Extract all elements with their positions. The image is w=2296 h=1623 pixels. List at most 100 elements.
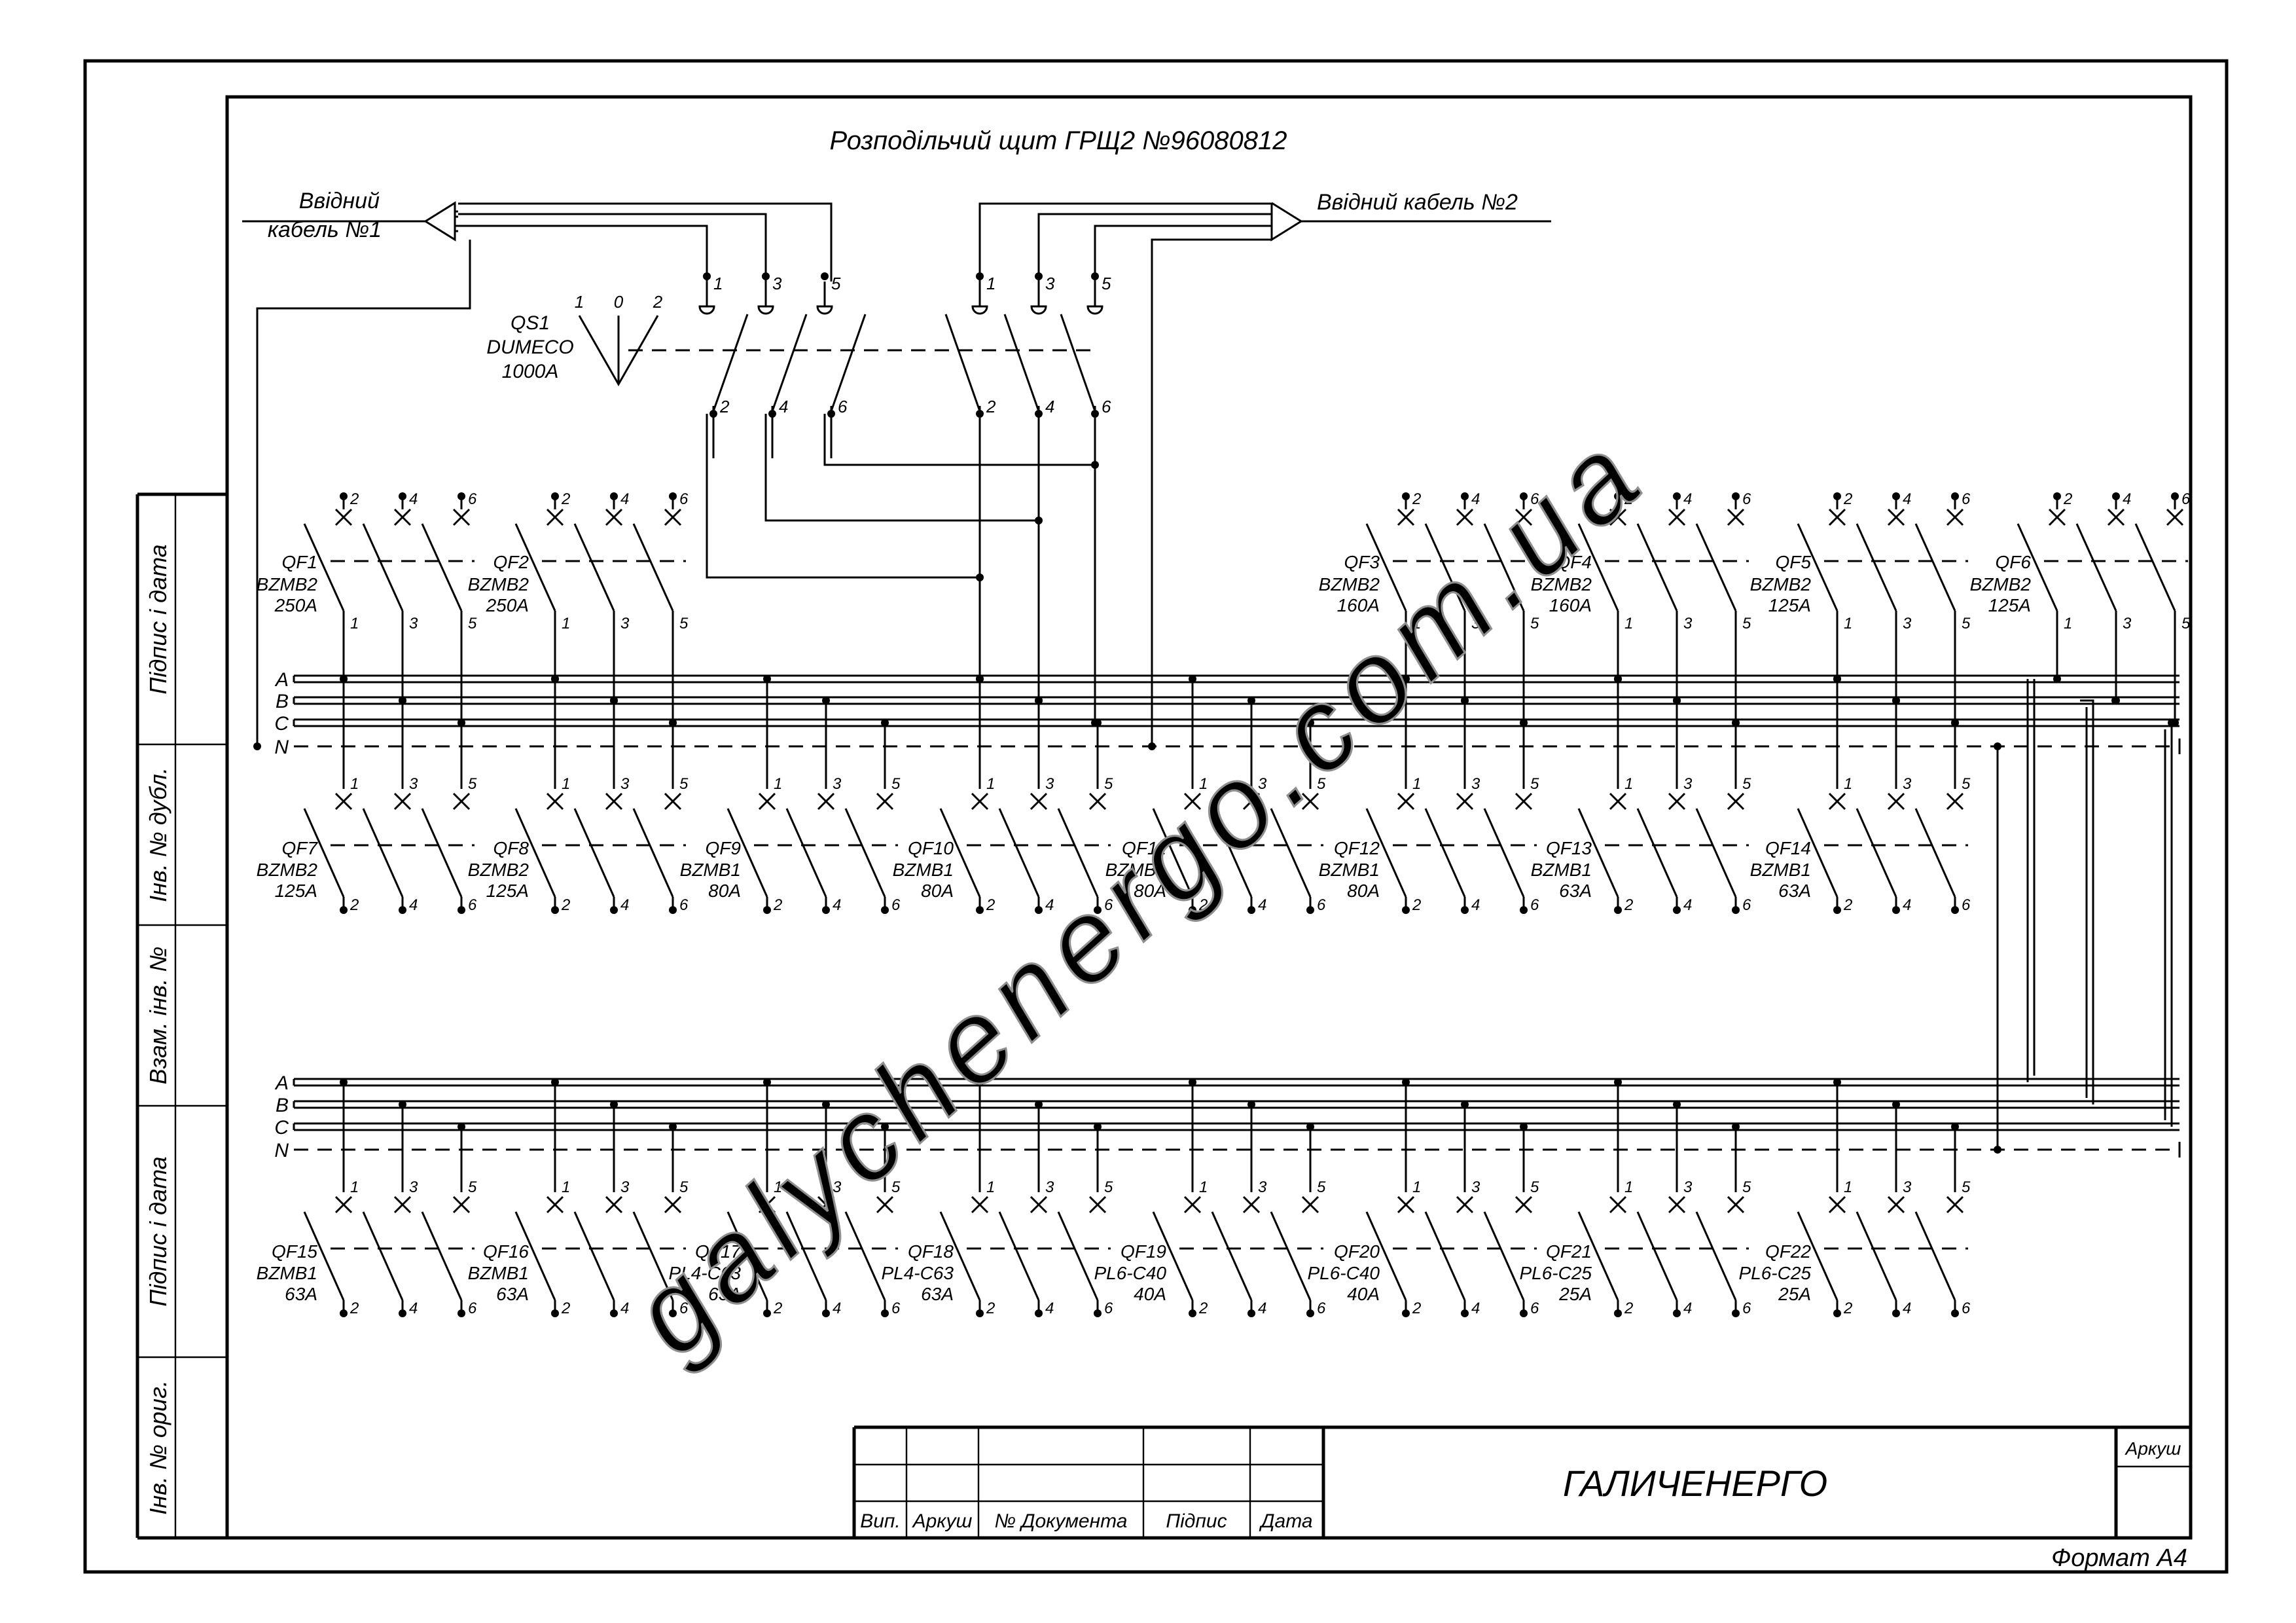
QF6-contact (2166, 508, 2184, 526)
QF7-outlet-number: 2 (350, 896, 359, 914)
stamp-label-1: Підпис і дата (145, 544, 171, 694)
QF12-name: QF12 (1334, 838, 1380, 858)
QF10-pole-number: 3 (1045, 775, 1054, 793)
QF5-contact (1946, 508, 1964, 526)
QF3-blade (1424, 523, 1466, 611)
inner-frame (225, 95, 2193, 1540)
QF16-contact (605, 1195, 623, 1214)
qs1-terminal-dot (703, 272, 711, 280)
QF5-blade (1914, 523, 1956, 611)
QF5-contact (1828, 508, 1846, 526)
QF15-contact (452, 1195, 471, 1214)
upper-neutral-label: N (274, 737, 289, 758)
QF21-outlet-dot (1673, 1309, 1681, 1317)
QF20-contact (1515, 1195, 1533, 1214)
QF13-blade (1577, 808, 1619, 898)
QF10-contact (971, 792, 989, 811)
QF8-outlet-number: 6 (679, 896, 689, 914)
QF13-contact (1727, 792, 1745, 811)
QF10-outlet-number: 4 (1045, 896, 1054, 914)
qs1-output-number: 4 (1045, 397, 1054, 416)
QF16-blade (514, 1211, 556, 1301)
QF16-contact (546, 1195, 564, 1214)
QF1-terminal-number: 4 (409, 490, 418, 508)
QF14-contact (1946, 792, 1964, 811)
QF12-bus-dot (1402, 675, 1410, 683)
QF16-outlet-dot (551, 1309, 559, 1317)
QF12-rating: 80A (1347, 881, 1380, 901)
format-label: Формат А4 (2051, 1544, 2187, 1572)
QF9-bus-dot (763, 675, 771, 683)
QF5-contact (1887, 508, 1905, 526)
QF20-rating: 40A (1347, 1284, 1380, 1304)
QF19-outlet-number: 6 (1317, 1300, 1326, 1317)
QF22-outlet-number: 2 (1843, 1300, 1852, 1317)
upper-phase-label-B: B (276, 691, 289, 712)
QF2-name: QF2 (493, 552, 529, 572)
cable-1-label-2: кабель №1 (268, 217, 382, 242)
QF19-blade (1211, 1211, 1253, 1301)
QF20-outlet-dot (1402, 1309, 1410, 1317)
QF14-blade (1914, 808, 1956, 898)
QF17-contact (817, 1195, 835, 1214)
QF16-outlet-number: 4 (620, 1300, 629, 1317)
QF14-bus-dot (1833, 675, 1841, 683)
QF17-bus-dot (763, 1078, 771, 1086)
QF18-pole-number: 1 (986, 1178, 995, 1196)
QF12-blade (1483, 808, 1525, 898)
cable-2-neutral (1151, 238, 1272, 746)
QF12-pole-number: 5 (1530, 775, 1539, 793)
QF10-pole-number: 1 (986, 775, 995, 793)
QF12-outlet-dot (1402, 906, 1410, 914)
QF10-bus-dot (1094, 719, 1102, 727)
QF4-pole-number: 3 (1683, 615, 1693, 632)
QF11-pole-number: 5 (1317, 775, 1326, 793)
QF15-outlet-dot (457, 1309, 465, 1317)
qs1-output-number: 6 (1102, 397, 1111, 416)
QF11-bus-dot (1247, 697, 1255, 704)
qs1-contact (757, 305, 774, 315)
QF2-pole-number: 1 (562, 615, 570, 632)
QF9-bus-dot (881, 719, 889, 727)
QF13-outlet-dot (1732, 906, 1740, 914)
QF2-rating: 250A (486, 595, 529, 615)
QF4-terminal-number: 4 (1683, 490, 1692, 508)
bus-link-N-dot (1994, 1146, 2001, 1154)
QF12-contact (1456, 792, 1474, 811)
QF18-pole-number: 5 (1104, 1178, 1113, 1196)
QF17-rating: 63A (708, 1284, 741, 1304)
input-cable-2: Ввідний кабель №2 (978, 190, 1551, 750)
QF6-blade (2134, 523, 2176, 611)
qs1-pos-2: 2 (653, 292, 663, 312)
QF3-rating: 160A (1337, 595, 1380, 615)
QF2-model: BZMB2 (468, 574, 529, 594)
QF15-bus-dot (340, 1078, 348, 1086)
outer-frame (83, 59, 2229, 1574)
qs1-terminal-number: 5 (1102, 274, 1111, 293)
qs1-pos-0: 0 (614, 292, 624, 312)
qs1-blade (771, 314, 808, 412)
QF17-bus-dot (881, 1123, 889, 1131)
QF6-model: BZMB2 (1970, 574, 2032, 594)
qs1-junction (976, 574, 984, 581)
QF20-bus-dot (1402, 1078, 1410, 1086)
QF15-blade (421, 1211, 463, 1301)
QF11-blade (1270, 808, 1312, 898)
qs1-out-L2 (764, 414, 1040, 701)
QF18-rating: 63A (921, 1284, 954, 1304)
QF17-pole-number: 3 (833, 1178, 842, 1196)
QF4-terminal-number: 6 (1742, 490, 1751, 508)
QF20-pole-number: 1 (1412, 1178, 1421, 1196)
QF6-pole-number: 3 (2123, 615, 2132, 632)
QF14-name: QF14 (1765, 838, 1811, 858)
QF4-contact (1609, 508, 1627, 526)
QF16-outlet-number: 2 (561, 1300, 570, 1317)
QF3-blade (1483, 523, 1525, 611)
QF8-blade (514, 808, 556, 898)
QF9-outlet-dot (881, 906, 889, 914)
QF5-pole-number: 1 (1844, 615, 1852, 632)
qs1-contact (1086, 305, 1103, 315)
